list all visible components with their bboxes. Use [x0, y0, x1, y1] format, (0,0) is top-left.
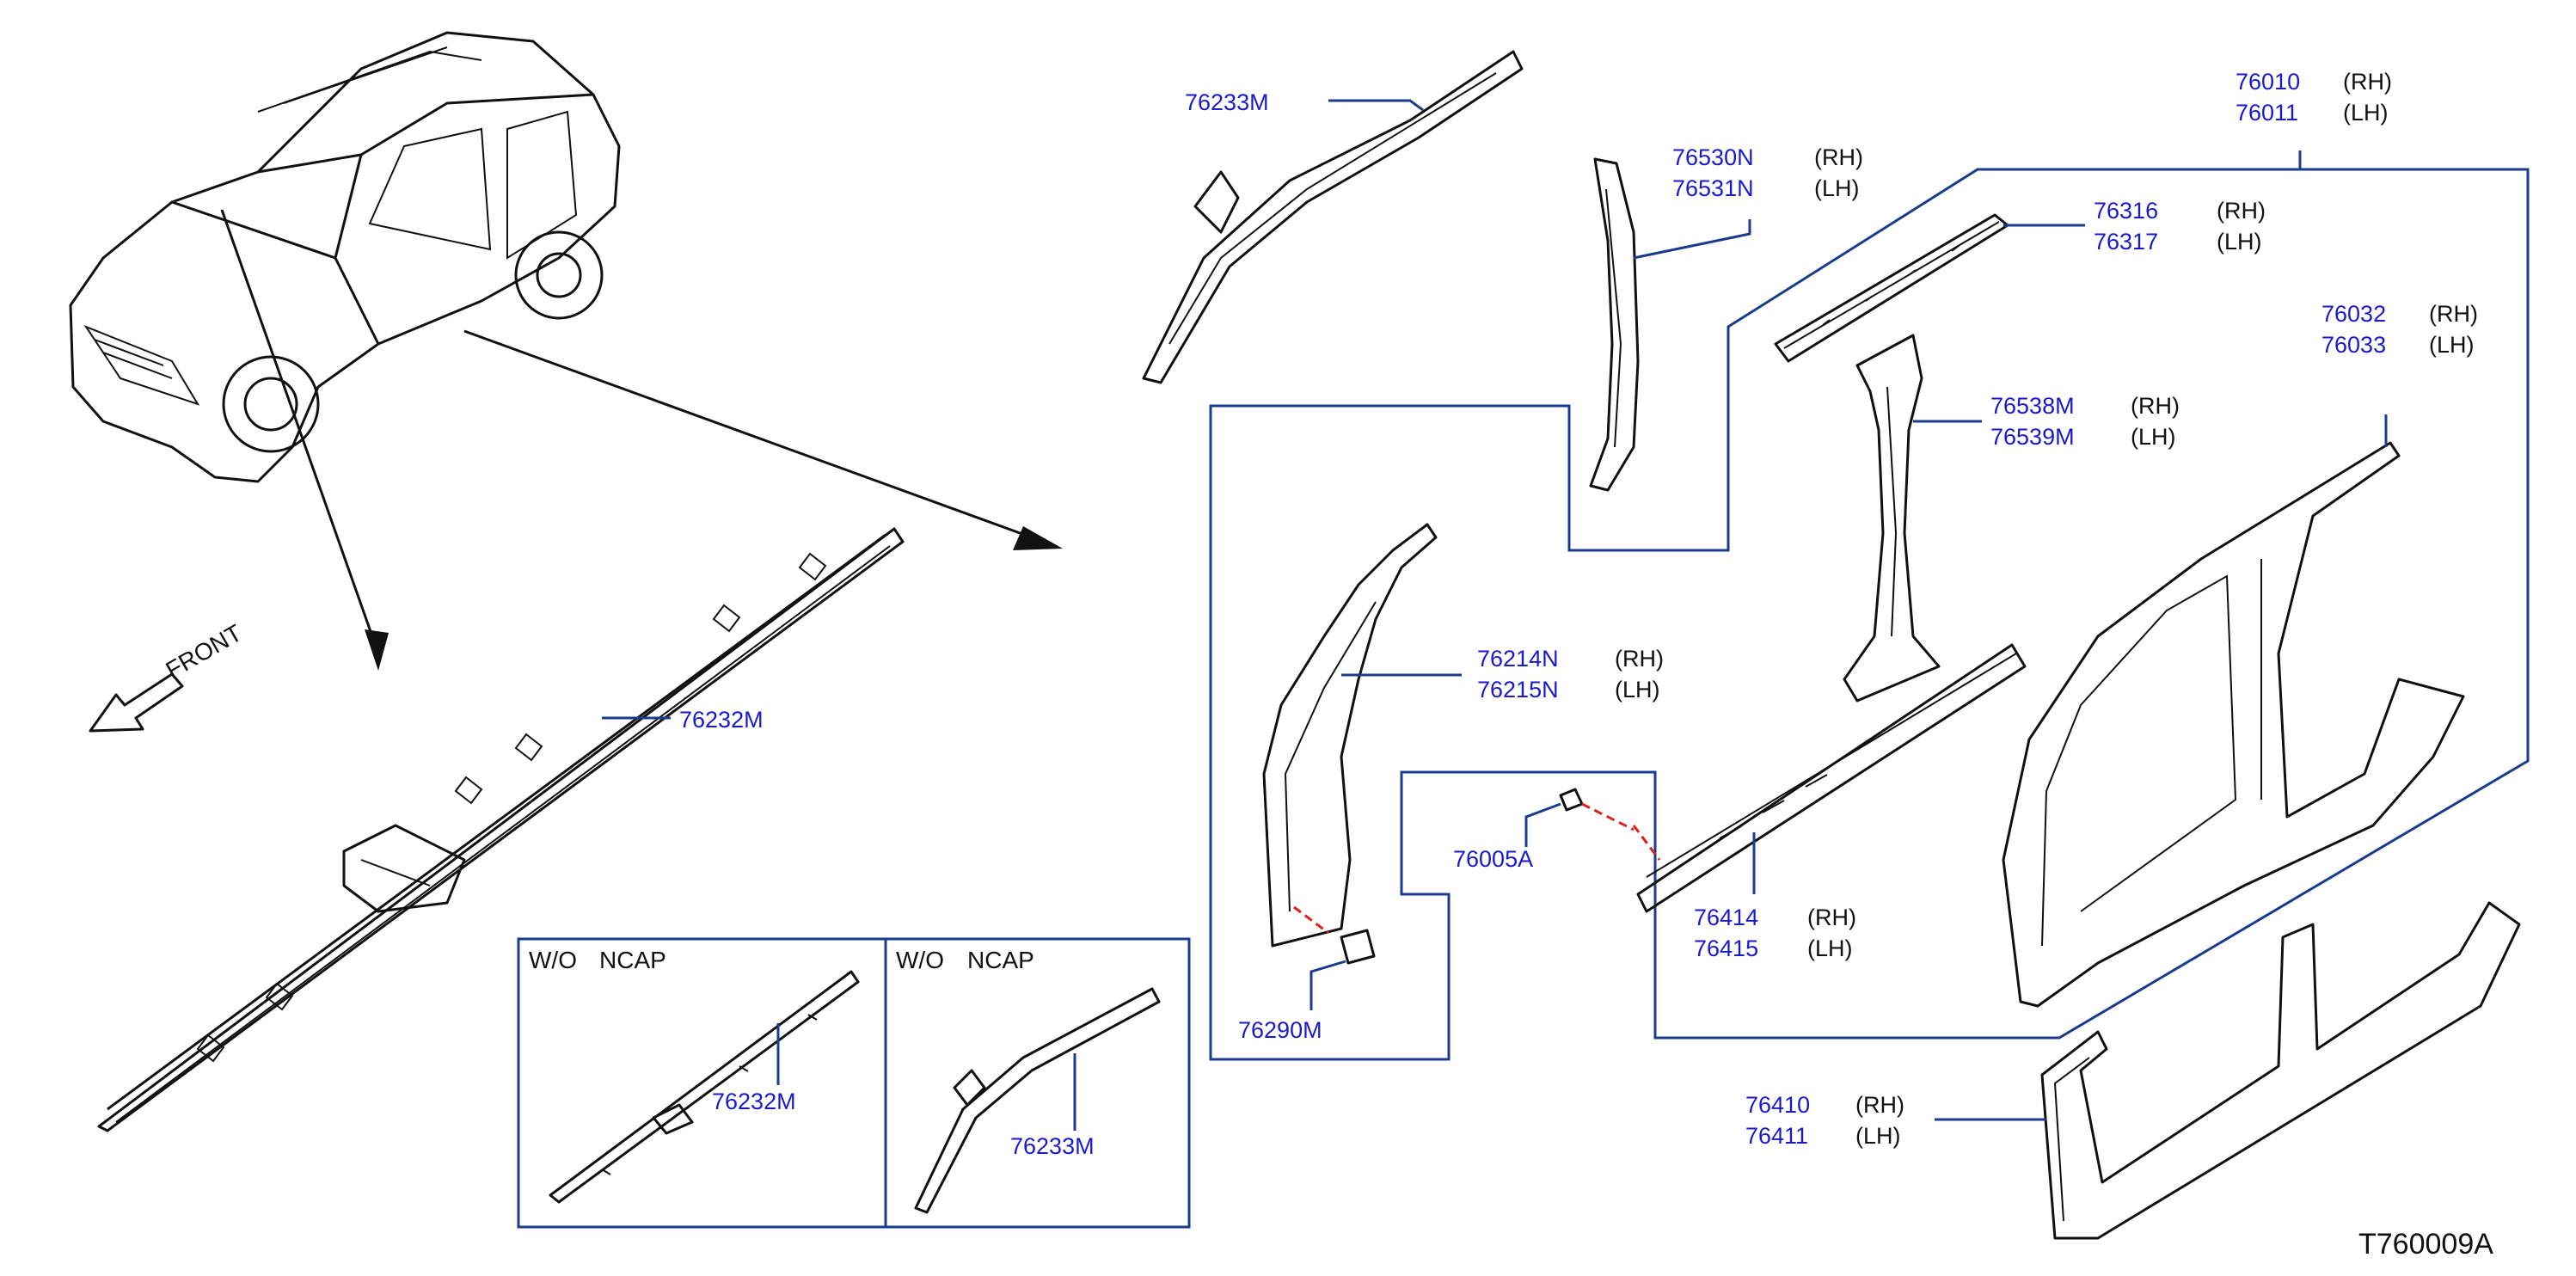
callout-inset-76232M[interactable]: 76232M: [712, 1089, 796, 1114]
vehicle-illustration: [69, 31, 621, 483]
part-76414-sill-inner: [1632, 643, 2027, 913]
callout-76010[interactable]: 76010: [2236, 69, 2300, 95]
callout-76215N-side: (LH): [1615, 677, 1660, 702]
inset-left-ncap-label: NCAP: [599, 947, 666, 973]
callout-76530N[interactable]: 76530N: [1672, 144, 1754, 170]
callout-76539M[interactable]: 76539M: [1990, 424, 2075, 450]
callout-76530N-side: (RH): [1814, 144, 1863, 170]
inset-left-wo-label: W/O: [529, 947, 577, 973]
assembly-bracket-76010: [1209, 150, 2530, 1061]
leader-76005A: [1524, 802, 1561, 847]
callout-76538M[interactable]: 76538M: [1990, 393, 2075, 419]
inset-right-ncap-label: NCAP: [967, 947, 1034, 973]
callout-76215N[interactable]: 76215N: [1477, 677, 1559, 702]
callout-76011[interactable]: 76011: [2236, 100, 2298, 126]
part-76005A-bolt: [1559, 788, 1635, 831]
callout-76531N[interactable]: 76531N: [1672, 175, 1754, 201]
catalog-id: T760009A: [2358, 1228, 2493, 1261]
leader-76530N: [1633, 219, 1751, 260]
callout-76539M-side: (LH): [2131, 424, 2176, 450]
inset-left: W/O NCAP 76232M: [529, 947, 860, 1204]
part-76232M-roof-rail: [97, 527, 905, 1132]
part-76316-roof-side-rail: [1774, 213, 2009, 363]
part-76410-sill-outer: [2040, 901, 2521, 1240]
callout-76011-side: (LH): [2343, 100, 2389, 126]
callout-76414-side: (RH): [1807, 905, 1856, 930]
callout-76032-side: (RH): [2429, 301, 2478, 327]
inset-right-wo-label: W/O: [896, 947, 944, 973]
part-76538M-center-pillar: [1843, 334, 1941, 702]
callout-76410-side: (RH): [1855, 1092, 1904, 1118]
leader-76233M-top: [1328, 99, 1424, 112]
inset-right: W/O NCAP 76233M: [896, 947, 1161, 1214]
callout-76214N[interactable]: 76214N: [1477, 646, 1559, 672]
callout-76033[interactable]: 76033: [2321, 332, 2386, 358]
part-76290M-clip: [1340, 929, 1376, 965]
front-direction-arrow: FRONT: [89, 619, 247, 733]
callout-76290M[interactable]: 76290M: [1238, 1017, 1322, 1043]
callout-76415[interactable]: 76415: [1694, 936, 1758, 961]
callout-76316[interactable]: 76316: [2094, 198, 2158, 224]
leader-76290M: [1309, 960, 1346, 1010]
part-76530N-b-pillar-reinforcement: [1589, 157, 1640, 492]
callout-76411-side: (LH): [1855, 1123, 1901, 1149]
front-label: FRONT: [162, 619, 247, 684]
callout-76316-side: (RH): [2217, 198, 2266, 224]
callout-76415-side: (LH): [1807, 936, 1853, 961]
callout-76005A[interactable]: 76005A: [1453, 846, 1533, 872]
part-76214N-front-pillar: [1262, 523, 1438, 948]
inset-box: [517, 937, 1191, 1229]
callout-76414[interactable]: 76414: [1694, 905, 1758, 930]
view-arrows: [220, 209, 1063, 671]
callout-inset-76233M[interactable]: 76233M: [1010, 1133, 1095, 1159]
part-76233M-a-pillar: [1142, 50, 1524, 384]
callout-76233M-top[interactable]: 76233M: [1185, 89, 1269, 115]
callout-76232M-main[interactable]: 76232M: [679, 707, 764, 733]
callout-76010-side: (RH): [2343, 69, 2392, 95]
callout-76411[interactable]: 76411: [1745, 1123, 1808, 1149]
part-76032-body-side-outer: [2002, 441, 2465, 1008]
callout-76410[interactable]: 76410: [1745, 1092, 1810, 1118]
callout-76317[interactable]: 76317: [2094, 229, 2158, 255]
callout-76531N-side: (LH): [1814, 175, 1860, 201]
callout-76317-side: (LH): [2217, 229, 2262, 255]
callout-76214N-side: (RH): [1615, 646, 1664, 672]
callout-76032[interactable]: 76032: [2321, 301, 2386, 327]
callout-76538M-side: (RH): [2131, 393, 2180, 419]
callout-76033-side: (LH): [2429, 332, 2475, 358]
